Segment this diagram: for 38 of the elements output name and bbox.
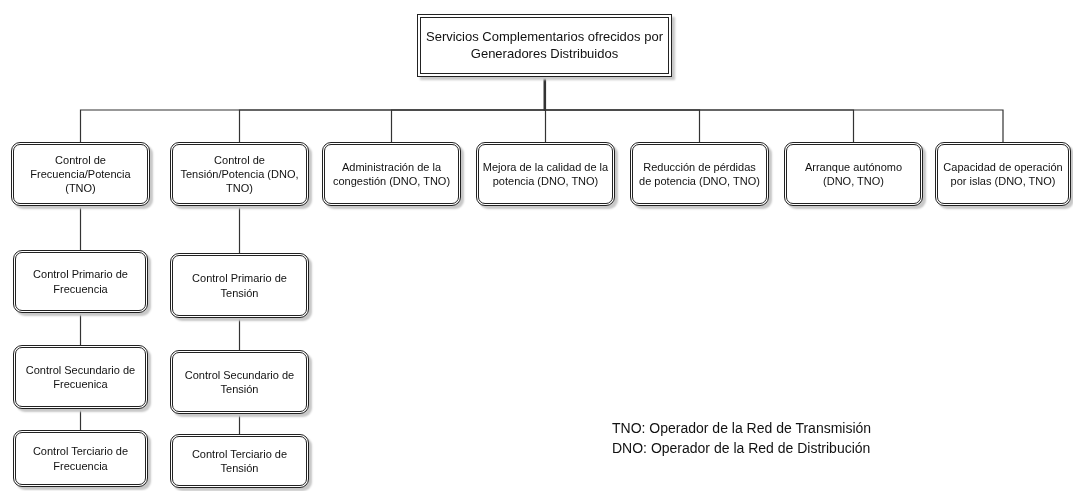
- box-text: Control Terciario de Frecuencia: [31, 444, 130, 473]
- legend-note: DNO: Operador de la Red de Distribución: [612, 440, 871, 456]
- connector-line: [544, 76, 547, 143]
- box-text: Control Primario de Tensión: [191, 271, 288, 300]
- box-text: Control Primario de Frecuencia: [32, 267, 129, 296]
- service-box: [322, 142, 461, 206]
- box-text: Control Secundario de Tensión: [183, 367, 296, 397]
- connector-line: [79, 312, 82, 346]
- service-box: [630, 142, 769, 206]
- connector-line: [79, 408, 82, 431]
- service-box: [13, 250, 148, 313]
- service-box: [170, 350, 309, 414]
- service-box: [935, 142, 1071, 206]
- box-text: Mejora de la calidad de la potencia (DNO, TNO): [482, 159, 609, 189]
- service-box: [784, 142, 923, 206]
- box-text: Control de Frecuencia/Potencia (TNO): [29, 152, 132, 196]
- root-box: [417, 14, 672, 77]
- connector-line: [238, 317, 241, 351]
- service-box: [170, 142, 309, 206]
- connector-line: [543, 76, 1004, 143]
- connector-line: [79, 205, 82, 251]
- legend-note: TNO: Operador de la Red de Transmisión: [612, 420, 872, 436]
- service-box: [11, 142, 150, 206]
- box-text: Arranque autónomo (DNO, TNO): [803, 159, 904, 189]
- box-text: Administración de la congestión (DNO, TNO): [331, 159, 452, 189]
- connector-line: [238, 413, 241, 435]
- connector-line: [238, 205, 241, 254]
- box-text: Reducción de pérdidas de potencia (DNO, TNO): [638, 159, 761, 189]
- box-text: Servicios Complementarios ofrecidos por Generadores Distribuidos: [425, 28, 664, 63]
- box-text: Control Terciario de Tensión: [190, 446, 289, 476]
- box-text: Control Secundario de Frecuenica: [24, 362, 137, 392]
- service-box: [476, 142, 615, 206]
- service-box: [170, 434, 309, 488]
- box-text: Control de Tensión/Potencia (DNO, TNO): [179, 152, 300, 196]
- box-text: Capacidad de operación por islas (DNO, TNO): [942, 159, 1064, 189]
- service-box: [13, 345, 148, 409]
- service-box: [170, 253, 309, 318]
- service-box: [13, 430, 148, 487]
